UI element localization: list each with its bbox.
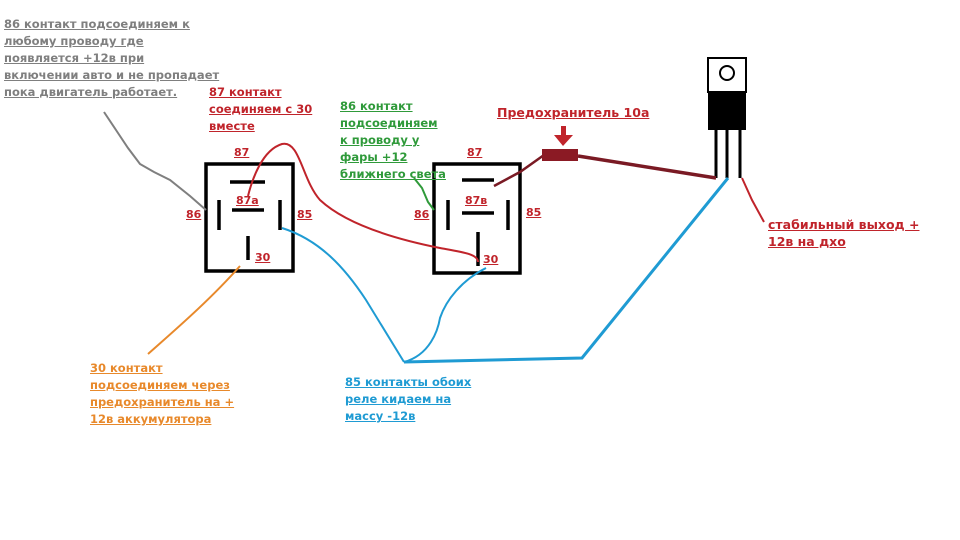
relay-1-pin-86-label: 86 bbox=[186, 208, 202, 221]
relay-1-body bbox=[204, 162, 295, 273]
fuse-arrow-icon bbox=[554, 126, 573, 146]
wire-red-output bbox=[741, 177, 765, 223]
note-line: вместе bbox=[209, 119, 255, 133]
note-stable-output: стабильный выход + 12в на дхо bbox=[768, 216, 919, 250]
wire-green-86 bbox=[413, 177, 435, 211]
regulator-hole bbox=[719, 65, 735, 81]
note-line: ближнего света bbox=[340, 167, 446, 181]
relay-2-pin-87b-label: 87в bbox=[465, 194, 488, 207]
relay-1-pin-87-label: 87 bbox=[234, 146, 250, 159]
note-30-battery: 30 контакт подсоединяем через предохрани… bbox=[90, 360, 234, 428]
note-line: соединяем с 30 bbox=[209, 102, 313, 116]
wire-blue-85-relay2 bbox=[403, 267, 487, 363]
note-line: подсоединяем bbox=[340, 116, 438, 130]
note-line: стабильный выход + bbox=[768, 217, 920, 232]
note-line: фары +12 bbox=[340, 150, 408, 164]
relay-2-pin-87-label: 87 bbox=[467, 146, 483, 159]
note-line: 86 контакт подсоединяем к bbox=[4, 17, 190, 31]
note-line: предохранитель на + bbox=[90, 395, 235, 409]
note-line: к проводу у bbox=[340, 133, 420, 147]
relay-2-pin-85-label: 85 bbox=[526, 206, 542, 219]
relay-2-pin-86-label: 86 bbox=[414, 208, 430, 221]
relay-1 bbox=[204, 162, 295, 273]
note-line: 86 контакт bbox=[340, 99, 413, 113]
wire-gray-86 bbox=[103, 111, 207, 211]
note-line: реле кидаем на bbox=[345, 392, 452, 406]
note-line: 30 контакт bbox=[90, 361, 163, 375]
note-85-ground: 85 контакты обоих реле кидаем на массу -… bbox=[345, 374, 471, 425]
regulator-tab bbox=[707, 57, 747, 93]
relay-1-pin-87a-label: 87а bbox=[236, 194, 259, 207]
relay-1-pin-30-label: 30 bbox=[255, 251, 271, 264]
note-87-to-30: 87 контакт соединяем с 30 вместе bbox=[209, 84, 312, 135]
note-line: появляется +12в при bbox=[4, 51, 145, 65]
relay-1-pin-85-label: 85 bbox=[297, 208, 313, 221]
regulator-body bbox=[708, 91, 746, 130]
note-line: 85 контакты обоих bbox=[345, 375, 472, 389]
note-line: любому проводу где bbox=[4, 34, 144, 48]
note-line: массу -12в bbox=[345, 409, 416, 423]
relay-2-pin-30-label: 30 bbox=[483, 253, 499, 266]
wire-blue-ground-trunk bbox=[403, 177, 730, 364]
wire-orange-30 bbox=[147, 265, 241, 355]
note-line: Предохранитель 10а bbox=[497, 105, 650, 120]
wire-darkred-fuse-to-regulator bbox=[577, 154, 717, 180]
note-line: подсоединяем через bbox=[90, 378, 230, 392]
note-86-any-wire: 86 контакт подсоединяем к любому проводу… bbox=[4, 16, 219, 101]
note-line: пока двигатель работает. bbox=[4, 85, 178, 99]
wire-blue-85-relay1 bbox=[281, 227, 405, 363]
note-line: 12в на дхо bbox=[768, 234, 846, 249]
voltage-regulator bbox=[707, 57, 747, 178]
note-line: 87 контакт bbox=[209, 85, 282, 99]
wire-darkred-87b bbox=[493, 153, 545, 188]
wire-red-87-30 bbox=[247, 142, 479, 263]
note-line: 12в аккумулятора bbox=[90, 412, 212, 426]
fuse bbox=[542, 149, 578, 161]
note-line: включении авто и не пропадает bbox=[4, 68, 220, 82]
note-86-headlight: 86 контакт подсоединяем к проводу у фары… bbox=[340, 98, 446, 183]
note-fuse: Предохранитель 10а bbox=[497, 104, 649, 121]
